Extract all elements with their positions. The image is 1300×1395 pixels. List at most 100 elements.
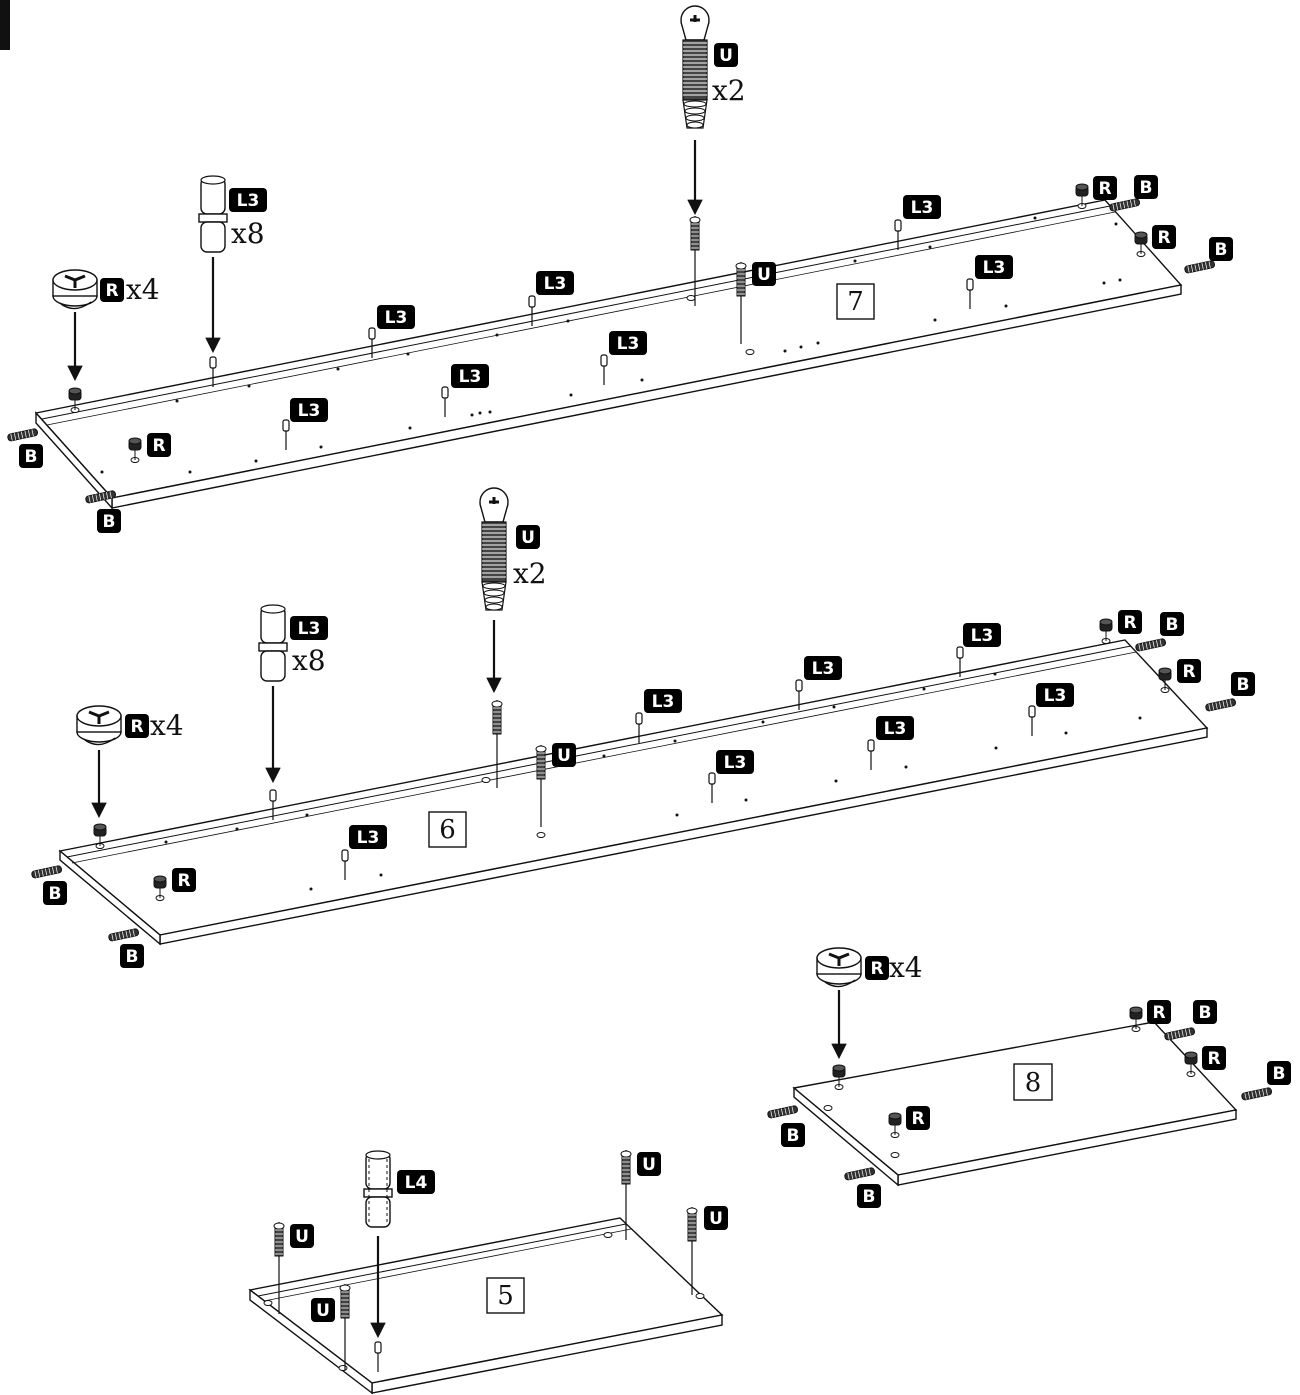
dowel-callout-icon: [258, 604, 288, 682]
part-tag-l4: L4: [397, 1170, 435, 1194]
cam-bolt-callout-icon: [479, 487, 509, 611]
dowel-pin: [894, 219, 902, 250]
wooden-dowel: [31, 865, 63, 879]
part-tag-text: L3: [617, 334, 640, 354]
part-tag-text: L3: [298, 619, 321, 639]
hole: [603, 1232, 613, 1238]
part-tag-u: U: [290, 1224, 314, 1248]
panel-number: 6: [439, 815, 456, 845]
part-tag-r: R: [906, 1106, 930, 1130]
dowel-pin: [269, 789, 277, 820]
panel-number-box-8: 8: [1013, 1063, 1053, 1101]
cam-lock-callout-icon: [76, 705, 122, 746]
part-tag-u: U: [637, 1152, 661, 1176]
part-tag-text: B: [1215, 240, 1228, 260]
pilot-hole: [761, 720, 765, 724]
board-groove: [257, 1223, 627, 1297]
part-tag-text: U: [719, 46, 733, 66]
part-tag-text: U: [757, 265, 771, 285]
part-tag-text: B: [1273, 1064, 1286, 1084]
pilot-hole: [993, 672, 997, 676]
part-tag-r: R: [1177, 659, 1201, 683]
pilot-hole: [744, 798, 748, 802]
part-tag-r: R: [100, 278, 124, 302]
pilot-hole: [799, 345, 803, 349]
part-tag-l3: L3: [804, 656, 842, 680]
pilot-hole: [1033, 216, 1037, 220]
cam-bolt: [339, 1284, 351, 1370]
cam-lock: [1075, 183, 1089, 209]
part-tag-u: U: [552, 743, 576, 767]
quantity-x4: x4: [126, 273, 160, 306]
cam-lock: [128, 437, 142, 463]
panel-number: 8: [1025, 1068, 1042, 1098]
cam-lock: [153, 875, 167, 901]
part-tag-l3: L3: [536, 271, 574, 295]
part-tag-text: L3: [971, 626, 994, 646]
pilot-hole: [188, 470, 192, 474]
dowel-pin: [341, 849, 349, 880]
pilot-hole: [1064, 731, 1068, 735]
part-tag-text: U: [521, 528, 535, 548]
board-left-edge: [59, 849, 161, 946]
wooden-dowel: [7, 428, 39, 442]
part-tag-text: B: [787, 1126, 800, 1146]
pilot-hole: [566, 319, 570, 323]
pilot-hole: [994, 746, 998, 750]
part-tag-text: B: [103, 512, 116, 532]
cam-lock: [1184, 1051, 1198, 1077]
dowel-pin: [441, 386, 449, 417]
hole: [536, 832, 546, 838]
pilot-hole: [922, 687, 926, 691]
pilot-hole: [928, 245, 932, 249]
cam-lock: [93, 823, 107, 849]
pilot-hole: [816, 341, 820, 345]
cam-lock: [68, 387, 82, 413]
part-tag-b: B: [19, 444, 43, 468]
page-corner-mark: [0, 0, 10, 50]
quantity-x2: x2: [513, 557, 547, 590]
part-tag-r: R: [1118, 610, 1142, 634]
dowel-callout-icon: [198, 175, 228, 253]
pilot-hole: [569, 393, 573, 397]
cam-lock: [1158, 667, 1172, 693]
part-tag-text: R: [177, 871, 190, 891]
part-tag-text: R: [1123, 613, 1136, 633]
cam-bolt: [620, 1150, 632, 1240]
part-tag-r: R: [865, 956, 889, 980]
board-panel-6: [58, 639, 1209, 946]
pilot-hole: [834, 779, 838, 783]
dowel-pin: [867, 739, 875, 770]
part-tag-text: L3: [1044, 686, 1067, 706]
board-groove: [263, 1228, 632, 1302]
pilot-hole: [175, 399, 179, 403]
part-tag-text: L3: [812, 659, 835, 679]
part-tag-text: R: [1098, 179, 1111, 199]
pilot-hole: [1004, 304, 1008, 308]
part-tag-text: B: [49, 884, 62, 904]
dowel-callout-icon: [363, 1150, 393, 1228]
pilot-hole: [783, 349, 787, 353]
part-tag-text: B: [1237, 675, 1250, 695]
dowel-pin: [528, 295, 536, 326]
wooden-dowel: [85, 490, 117, 504]
part-tag-text: L3: [544, 274, 567, 294]
part-tag-text: L3: [385, 308, 408, 328]
pilot-hole: [495, 333, 499, 337]
cam-bolt: [491, 700, 503, 788]
pilot-hole: [470, 413, 474, 417]
part-tag-text: L3: [459, 367, 482, 387]
part-tag-text: R: [1157, 228, 1170, 248]
part-tag-r: R: [1093, 176, 1117, 200]
pilot-hole: [319, 445, 323, 449]
wooden-dowel: [1205, 698, 1237, 712]
part-tag-r: R: [1147, 1000, 1171, 1024]
part-tag-l3: L3: [903, 195, 941, 219]
pilot-hole: [853, 259, 857, 263]
pilot-hole: [406, 352, 410, 356]
part-tag-u: U: [311, 1298, 335, 1322]
part-tag-text: L3: [652, 692, 675, 712]
hole: [745, 349, 755, 355]
part-tag-l3: L3: [290, 616, 328, 640]
dowel-pin: [374, 1341, 382, 1372]
